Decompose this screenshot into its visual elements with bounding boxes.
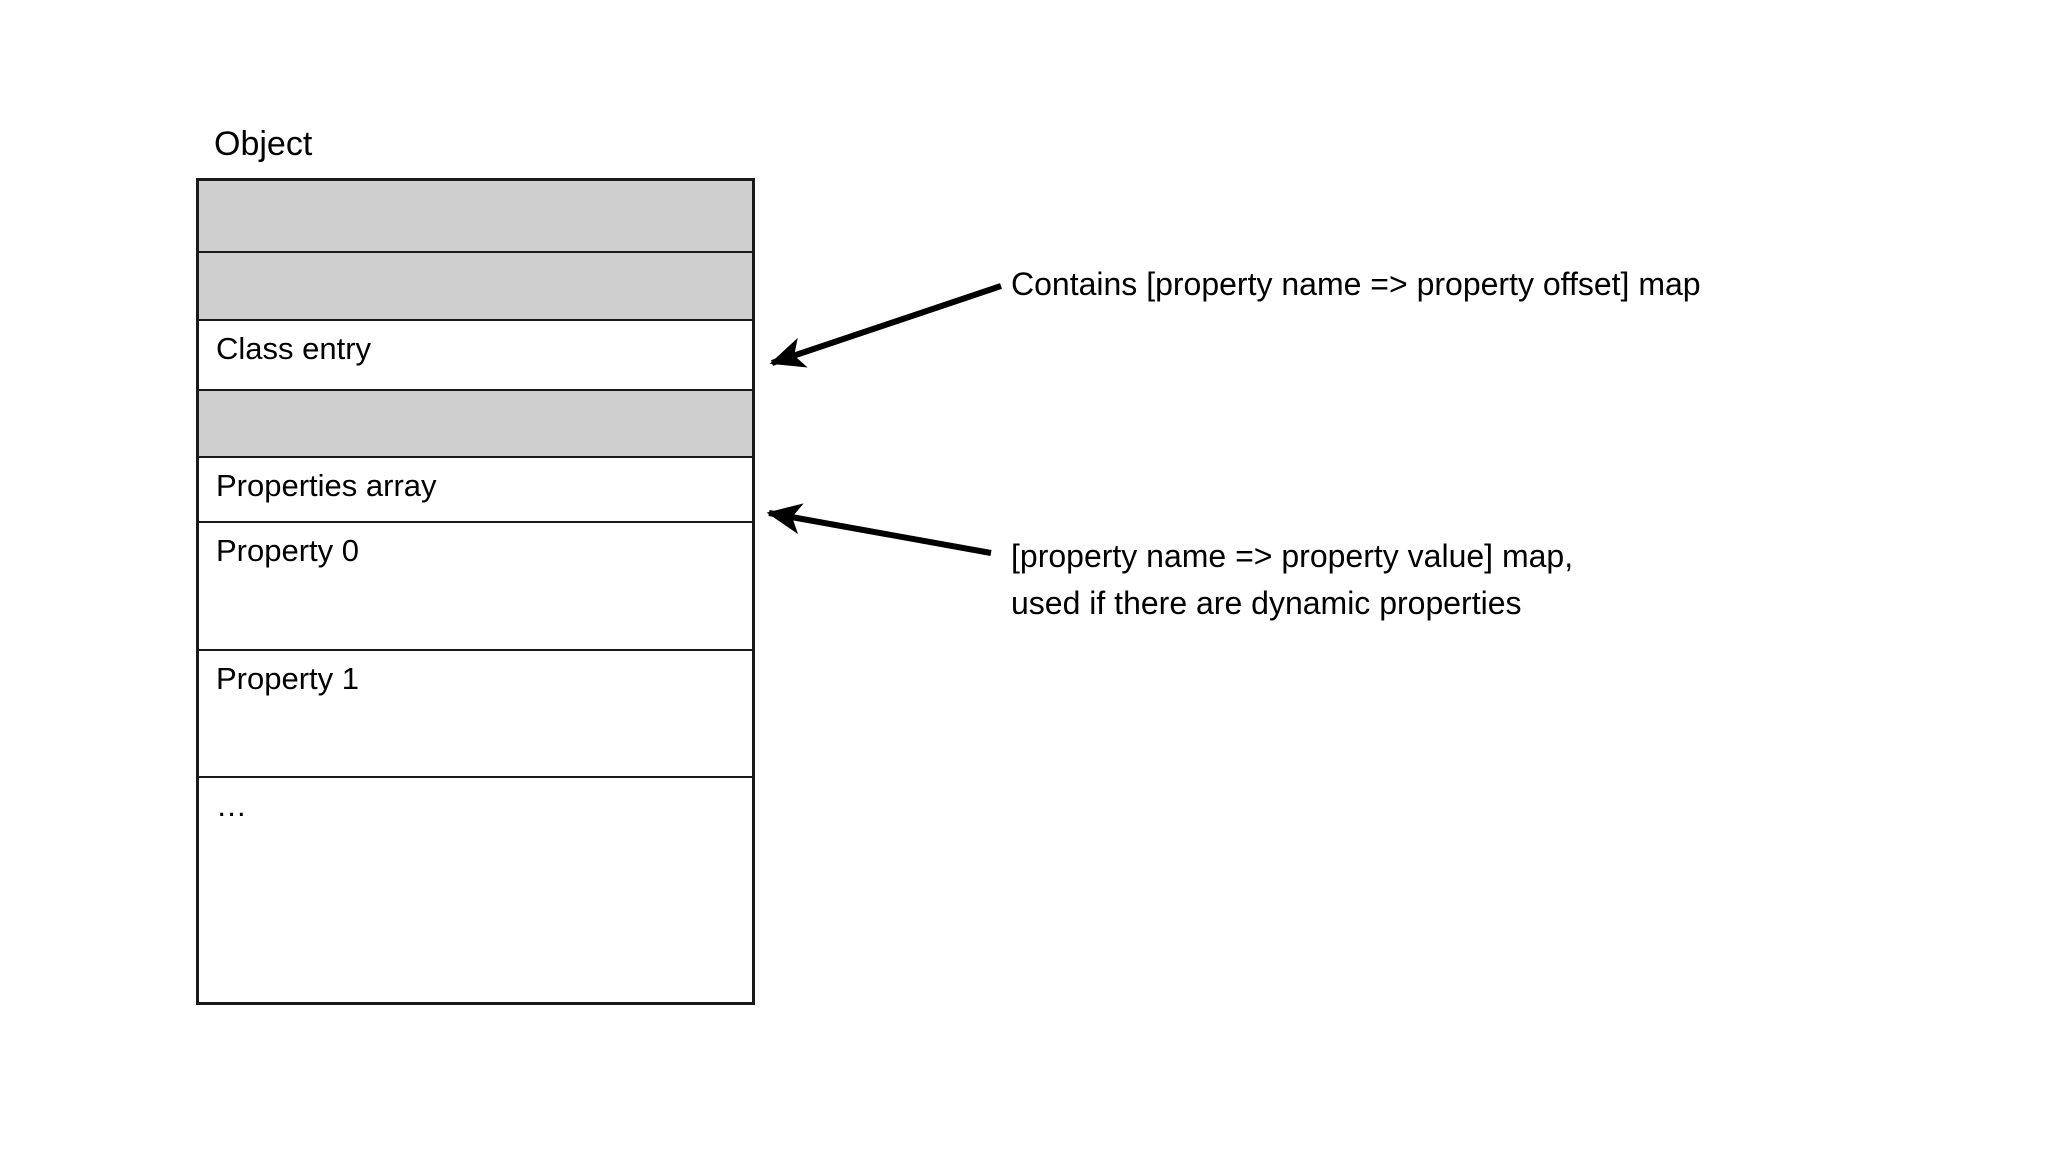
memory-slot-property-1: Property 1 — [199, 651, 752, 778]
arrow-to-class-entry — [769, 283, 1002, 368]
memory-slot — [199, 253, 752, 321]
memory-slot-properties-array: Properties array — [199, 458, 752, 523]
memory-slot-property-0: Property 0 — [199, 523, 752, 651]
annotation-properties-array: [property name => property value] map, u… — [1011, 538, 1574, 621]
arrow-to-properties-array — [766, 503, 992, 556]
memory-slot-label: Class entry — [216, 331, 372, 366]
page-title: Object — [214, 125, 313, 163]
memory-slot — [199, 181, 752, 253]
annotation-class-entry: Contains [property name => property offs… — [1011, 266, 1701, 302]
memory-slot-label: Property 0 — [216, 533, 360, 568]
memory-slot-label: Property 1 — [216, 661, 360, 696]
memory-slot-ellipsis: … — [199, 778, 752, 1002]
memory-slot — [199, 391, 752, 458]
object-memory-box: Class entry Properties array Property 0 … — [196, 178, 755, 1005]
memory-slot-label: … — [216, 788, 247, 823]
memory-slot-class-entry: Class entry — [199, 321, 752, 391]
memory-slot-label: Properties array — [216, 468, 437, 503]
